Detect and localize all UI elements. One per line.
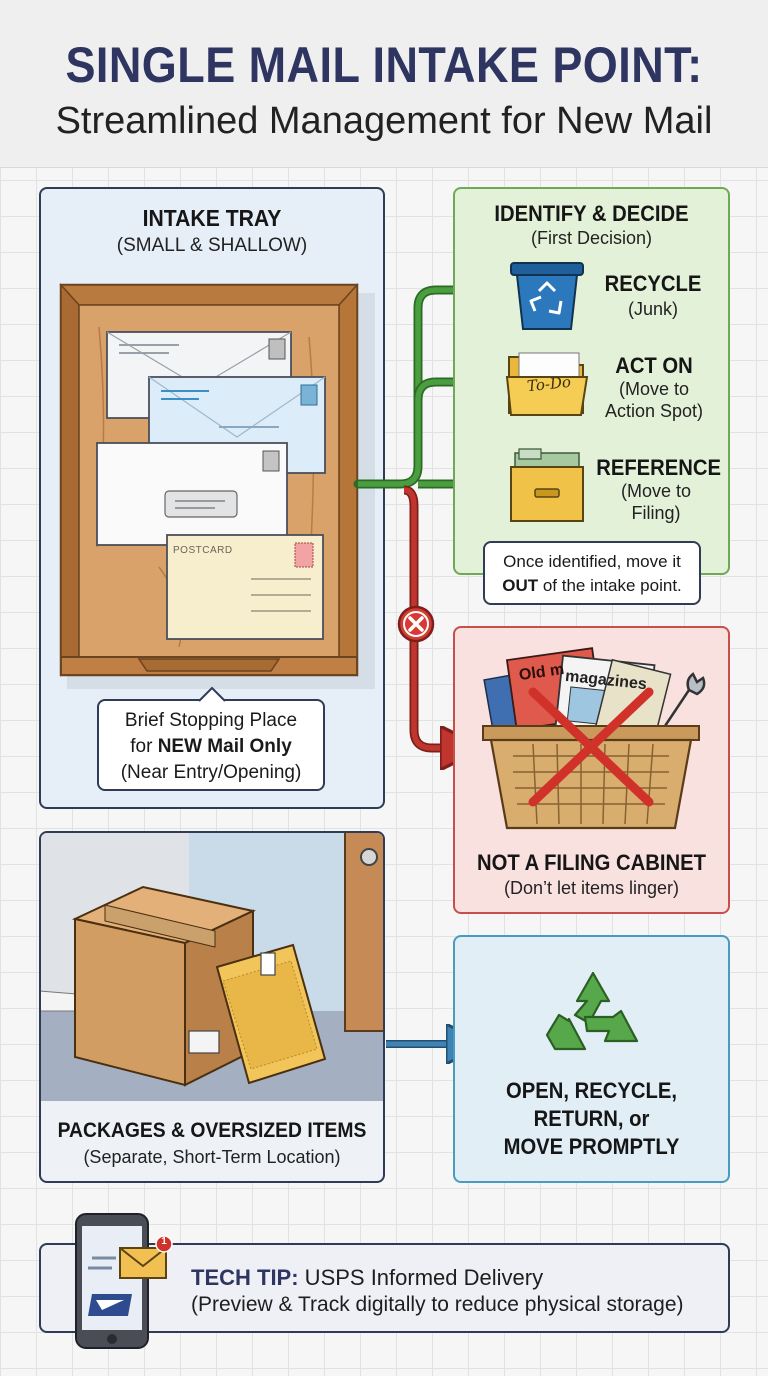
intake-tray-panel: INTAKE TRAY (SMALL & SHALLOW) <box>39 187 385 809</box>
header: SINGLE MAIL INTAKE POINT: Streamlined Ma… <box>0 0 768 168</box>
intake-title: INTAKE TRAY <box>142 205 282 231</box>
callout-line2-prefix: for <box>130 736 158 757</box>
cluttered-basket-icon <box>482 647 706 830</box>
option-reference-detail2: Filing) <box>631 503 681 523</box>
note-line1: Once identified, move it <box>503 552 681 571</box>
notification-badge: 1 <box>161 1236 167 1247</box>
callout-line1: Brief Stopping Place <box>124 710 298 731</box>
tech-line2: (Preview & Track digitally to reduce phy… <box>191 1293 684 1316</box>
x-circle-icon <box>397 605 435 643</box>
option-acton-label: ACT ON <box>615 353 693 378</box>
open-line1: OPEN, RECYCLE, <box>506 1078 677 1103</box>
note-line2-rest: of the intake point. <box>538 576 682 595</box>
recycle-bin-icon <box>510 262 584 330</box>
callout-line2: for NEW Mail Only <box>99 734 323 760</box>
option-recycle-detail: (Junk) <box>627 299 678 319</box>
packages-panel: PACKAGES & OVERSIZED ITEMS (Separate, Sh… <box>39 831 385 1183</box>
callout-pointer <box>198 686 226 702</box>
tech-line1: TECH TIP: USPS Informed Delivery <box>191 1265 543 1291</box>
open-recycle-panel: OPEN, RECYCLE, RETURN, or MOVE PROMPTLY <box>453 935 730 1183</box>
decide-title: IDENTIFY & DECIDE <box>494 201 689 226</box>
phone-icon <box>75 1213 173 1349</box>
option-reference-label: REFERENCE <box>596 455 722 480</box>
page-subtitle: Streamlined Management for New Mail <box>55 100 713 142</box>
tech-tip-panel: TECH TIP: USPS Informed Delivery (Previe… <box>39 1243 730 1333</box>
option-reference-detail1: (Move to <box>620 481 692 501</box>
intake-tray-icon <box>59 283 375 689</box>
note-line2: OUT of the intake point. <box>485 574 699 598</box>
not-filing-subtitle: (Don’t let items linger) <box>503 878 680 898</box>
page-title: SINGLE MAIL INTAKE POINT: <box>65 37 703 93</box>
option-recycle-label: RECYCLE <box>604 271 702 296</box>
packages-subtitle: (Separate, Short-Term Location) <box>83 1147 341 1167</box>
recycle-arrows-icon <box>545 971 639 1051</box>
note-line2-bold: OUT <box>502 576 539 595</box>
package-scene-icon <box>41 833 383 1101</box>
option-acton-detail2: Action Spot) <box>604 401 704 421</box>
not-filing-title: NOT A FILING CABINET <box>476 850 706 875</box>
filing-drawer-icon <box>510 448 584 522</box>
intake-subtitle: (SMALL & SHALLOW) <box>116 235 308 256</box>
identify-decide-panel: IDENTIFY & DECIDE (First Decision) RECYC… <box>453 187 730 605</box>
tech-text: USPS Informed Delivery <box>298 1265 544 1290</box>
postcard-label: POSTCARD <box>173 545 233 556</box>
open-line3: MOVE PROMPTLY <box>503 1134 680 1159</box>
option-acton-detail1: (Move to <box>618 379 690 399</box>
decide-note: Once identified, move it OUT of the inta… <box>483 541 701 605</box>
not-filing-cabinet-panel: Old m magazines NOT A FILING CABINET (Do… <box>453 626 730 914</box>
packages-title: PACKAGES & OVERSIZED ITEMS <box>57 1119 367 1142</box>
callout-line3: (Near Entry/Opening) <box>120 762 302 783</box>
todo-folder-icon <box>505 352 589 416</box>
intake-callout: Brief Stopping Place for NEW Mail Only (… <box>97 699 325 791</box>
tech-label: TECH TIP: <box>191 1265 299 1290</box>
decide-subtitle: (First Decision) <box>530 228 652 248</box>
open-line2: RETURN, or <box>533 1106 650 1131</box>
callout-line2-bold: NEW Mail Only <box>157 736 292 757</box>
